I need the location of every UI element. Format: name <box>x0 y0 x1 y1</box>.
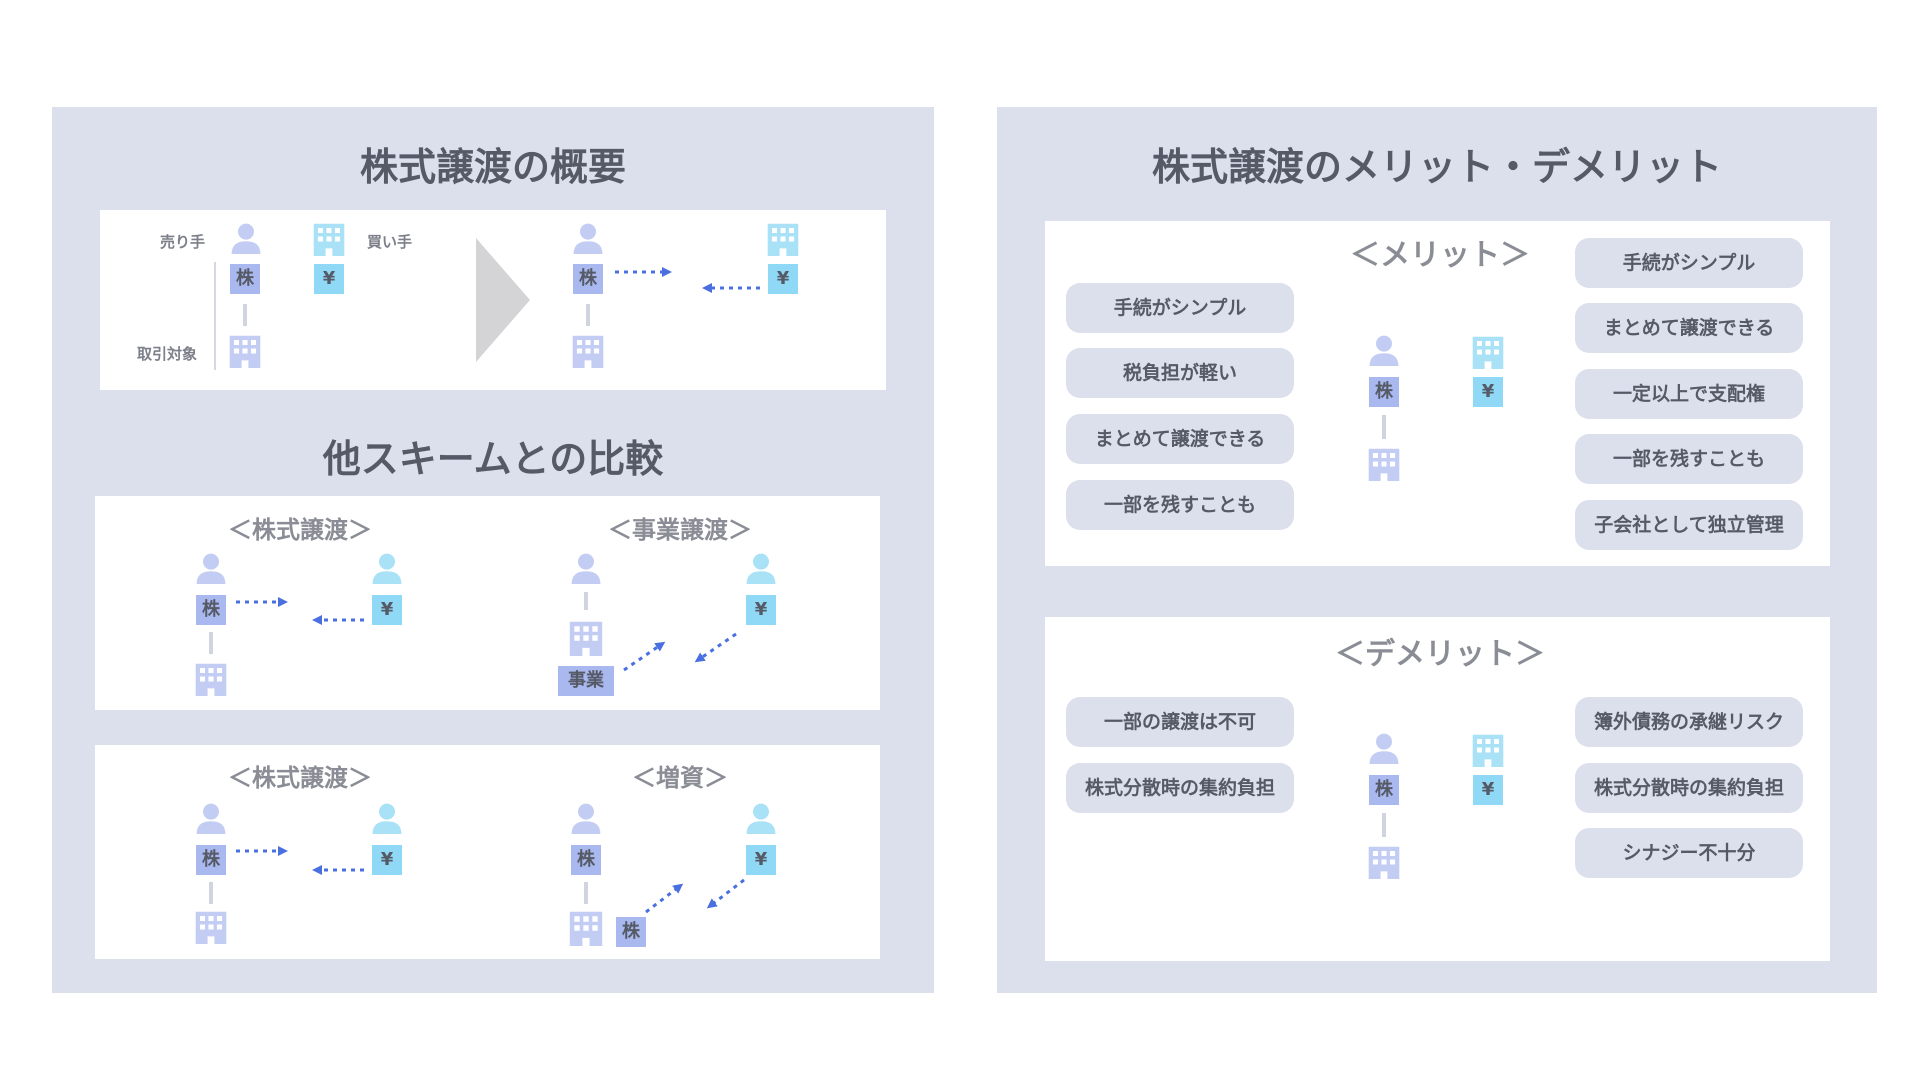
merit-buyer-point: 手続がシンプル <box>1575 238 1803 288</box>
arrow-icon <box>236 846 288 856</box>
merit-seller-point: まとめて譲渡できる <box>1066 414 1294 464</box>
arrow-icon <box>702 283 760 293</box>
seller-label: 売り手 <box>160 233 206 251</box>
compare-2-right-title: ＜増資＞ <box>632 764 728 792</box>
connector <box>209 632 213 654</box>
building-icon <box>766 222 800 256</box>
yen-tag: ¥ <box>372 845 402 875</box>
building-icon <box>1367 844 1401 880</box>
arrow-icon <box>312 615 364 625</box>
compare-1-left-title: ＜株式譲渡＞ <box>228 516 372 544</box>
person-icon <box>570 802 602 834</box>
yen-tag: ¥ <box>314 264 344 294</box>
person-icon <box>371 802 403 834</box>
compare-1-right-title: ＜事業譲渡＞ <box>608 516 752 544</box>
chevron-right-icon <box>476 238 530 362</box>
overview-title: 株式譲渡の概要 <box>359 145 626 189</box>
compare-title: 他スキームとの比較 <box>322 437 664 481</box>
person-icon <box>570 552 602 584</box>
merit-demerit-title: 株式譲渡のメリット・デメリット <box>1151 145 1722 189</box>
demerit-buyer-point: 株式分散時の集約負担 <box>1575 763 1803 813</box>
arrow-icon <box>645 883 684 914</box>
stock-tag: 株 <box>571 845 601 875</box>
buyer-label: 買い手 <box>367 233 413 251</box>
building-icon <box>194 908 228 946</box>
building-icon <box>1471 732 1505 768</box>
stock-tag: 株 <box>573 264 603 294</box>
target-label: 取引対象 <box>137 345 198 363</box>
merit-seller-point: 一部を残すことも <box>1066 480 1294 530</box>
connector <box>243 304 247 326</box>
connector <box>1382 415 1386 439</box>
compare-2-left-title: ＜株式譲渡＞ <box>228 764 372 792</box>
yen-tag: ¥ <box>746 845 776 875</box>
stock-tag: 株 <box>1369 775 1399 805</box>
bracket-line <box>214 262 216 370</box>
building-icon <box>1367 446 1401 482</box>
person-icon <box>745 552 777 584</box>
merit-buyer-point: 子会社として独立管理 <box>1575 500 1803 550</box>
person-icon <box>1368 334 1400 366</box>
yen-tag: ¥ <box>768 264 798 294</box>
arrow-icon <box>312 865 364 875</box>
arrow-icon <box>706 878 745 909</box>
demerit-seller-point: 株式分散時の集約負担 <box>1066 763 1294 813</box>
demerit-seller-point: 一部の譲渡は不可 <box>1066 697 1294 747</box>
business-tag: 事業 <box>558 666 614 696</box>
person-icon <box>195 802 227 834</box>
building-icon <box>568 618 604 658</box>
person-icon <box>745 802 777 834</box>
merit-buyer-point: 一部を残すことも <box>1575 434 1803 484</box>
merit-buyer-point: まとめて譲渡できる <box>1575 303 1803 353</box>
demerit-heading: ＜デメリット＞ <box>1335 637 1545 672</box>
person-icon <box>195 552 227 584</box>
building-icon <box>571 334 605 368</box>
yen-tag: ¥ <box>746 595 776 625</box>
yen-tag: ¥ <box>1473 377 1503 407</box>
connector <box>584 882 588 904</box>
building-icon <box>1471 334 1505 370</box>
stock-tag: 株 <box>196 595 226 625</box>
demerit-buyer-point: シナジー不十分 <box>1575 828 1803 878</box>
connector <box>586 304 590 326</box>
person-icon <box>572 222 604 254</box>
arrow-icon <box>694 632 737 663</box>
merit-buyer-point: 一定以上で支配権 <box>1575 369 1803 419</box>
yen-tag: ¥ <box>1473 775 1503 805</box>
stock-tag: 株 <box>616 917 646 947</box>
person-icon <box>371 552 403 584</box>
building-icon <box>194 660 228 698</box>
arrow-icon <box>623 641 666 672</box>
connector <box>209 882 213 904</box>
person-icon <box>1368 732 1400 764</box>
merit-seller-point: 手続がシンプル <box>1066 283 1294 333</box>
connector <box>1382 813 1386 837</box>
connector <box>584 592 588 610</box>
building-icon <box>228 334 262 368</box>
person-icon <box>230 222 262 254</box>
building-icon <box>312 222 346 256</box>
arrow-icon <box>236 597 288 607</box>
demerit-buyer-point: 簿外債務の承継リスク <box>1575 697 1803 747</box>
merit-heading: ＜メリット＞ <box>1350 238 1530 273</box>
stock-tag: 株 <box>1369 377 1399 407</box>
yen-tag: ¥ <box>372 595 402 625</box>
stock-tag: 株 <box>196 845 226 875</box>
merit-seller-point: 税負担が軽い <box>1066 348 1294 398</box>
stock-tag: 株 <box>230 264 260 294</box>
building-icon <box>568 908 604 948</box>
